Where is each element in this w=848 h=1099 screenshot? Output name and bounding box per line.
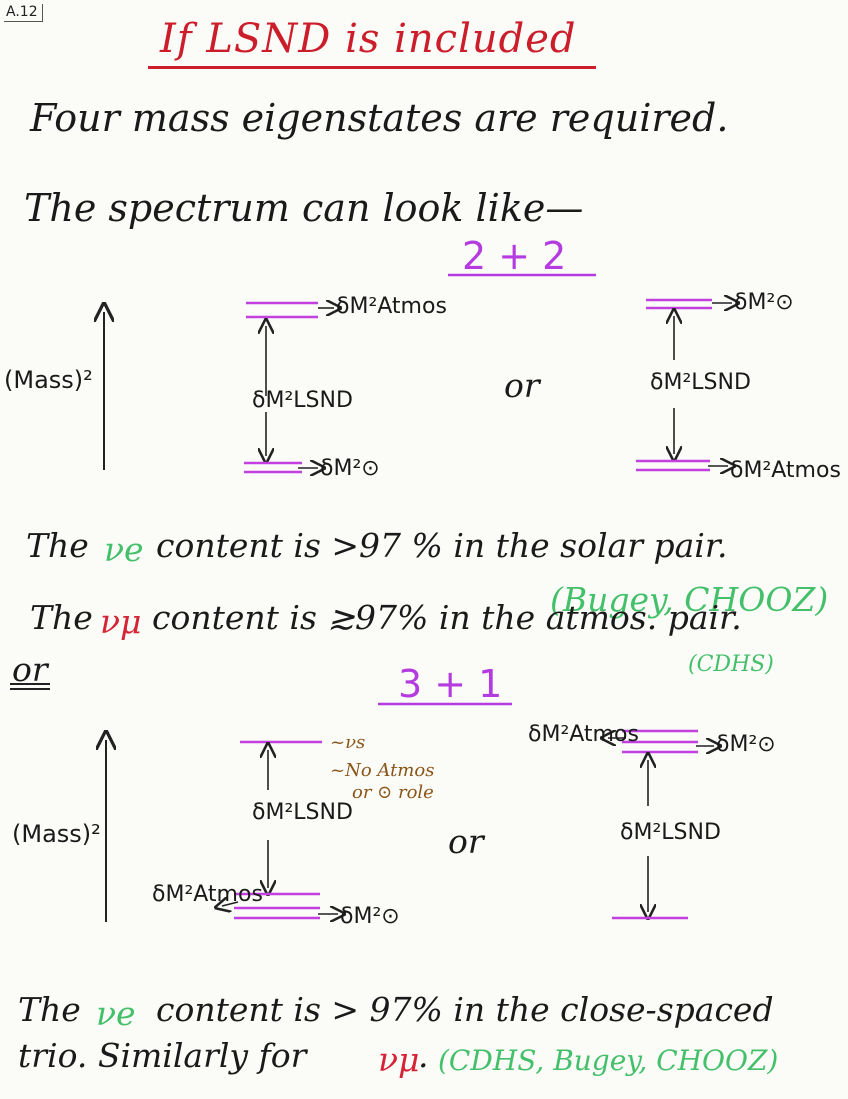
page-id: A.12 — [4, 4, 43, 22]
nu-e-symbol: νe — [96, 994, 136, 1033]
dm-lsnd-label: δM²LSND — [650, 370, 751, 395]
dm-atmos-label: δM²Atmos — [528, 722, 639, 747]
sentence-2-rest: content is ≳97% in the atmos. pair. — [152, 598, 742, 637]
reference-cdhs: (CDHS) — [688, 652, 774, 677]
scheme-2-plus-2-label: 2 + 2 — [462, 234, 567, 278]
sentence-4-dot: . — [418, 1036, 429, 1075]
title-underline — [148, 66, 596, 69]
scheme-3-plus-1-label: 3 + 1 — [398, 662, 503, 706]
dm-atmos-label: δM²Atmos — [152, 882, 263, 907]
intro-line-1: Four mass eigenstates are required. — [30, 96, 729, 140]
nu-mu-symbol: νμ — [100, 602, 142, 641]
or-word: or — [448, 822, 484, 861]
sentence-1-rest: content is >97 % in the solar pair. — [156, 526, 728, 565]
or-separator: or — [12, 650, 48, 689]
mass-axis-label: (Mass)² — [12, 820, 101, 848]
sentence-4-start: trio. Similarly for — [18, 1036, 307, 1075]
nu-s-annotation: ~νs — [330, 732, 366, 753]
sentence-3-rest: content is > 97% in the close-spaced — [156, 990, 774, 1029]
mass-axis-label: (Mass)² — [4, 366, 93, 394]
nu-mu-symbol: νμ — [378, 1040, 420, 1079]
solar-role-annotation: or ⊙ role — [352, 782, 434, 803]
or-word: or — [504, 366, 540, 405]
reference-cdhs-bugey-chooz: (CDHS, Bugey, CHOOZ) — [438, 1044, 779, 1077]
pointer-arrow — [222, 902, 239, 906]
dm-solar-label: δM²⊙ — [734, 290, 794, 315]
dm-atmos-label: δM²Atmos — [336, 294, 447, 319]
dm-solar-label: δM²⊙ — [340, 904, 400, 929]
sentence-1-start: The — [26, 526, 89, 565]
no-atmos-annotation: ~No Atmos — [330, 760, 435, 781]
dm-lsnd-label: δM²LSND — [252, 800, 353, 825]
nu-e-symbol: νe — [104, 530, 144, 569]
page-title: If LSND is included — [160, 16, 577, 62]
dm-solar-label: δM²⊙ — [320, 456, 380, 481]
dm-solar-label: δM²⊙ — [716, 732, 776, 757]
sentence-2-start: The — [30, 598, 93, 637]
dm-lsnd-label: δM²LSND — [252, 388, 353, 413]
reference-bugey-chooz: (Bugey, CHOOZ) — [550, 580, 829, 619]
intro-line-2: The spectrum can look like— — [24, 186, 584, 230]
dm-lsnd-label: δM²LSND — [620, 820, 721, 845]
sentence-3-start: The — [18, 990, 81, 1029]
dm-atmos-label: δM²Atmos — [730, 458, 841, 483]
